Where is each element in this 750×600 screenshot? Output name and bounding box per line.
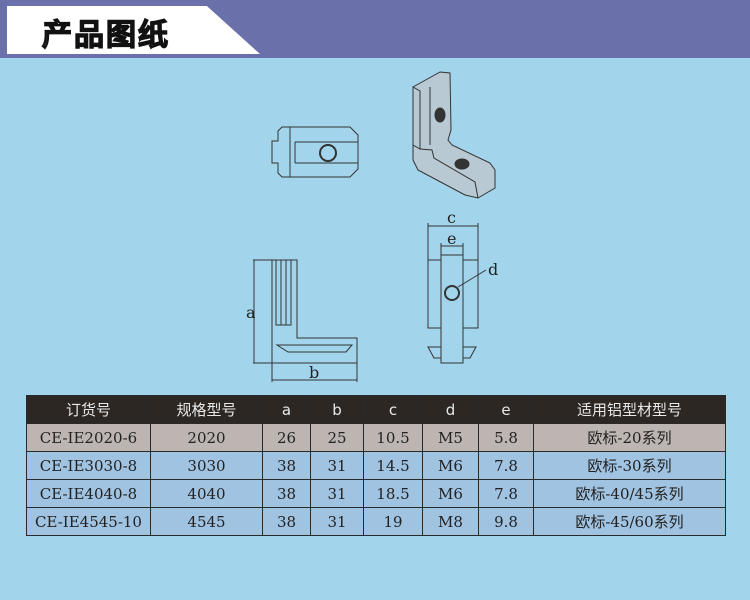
table-cell: 26 [262, 423, 311, 452]
side-view [253, 259, 358, 382]
table-cell: 25 [310, 423, 364, 452]
table-cell: 5.8 [478, 423, 534, 452]
label-c: c [447, 208, 456, 227]
table-cell: 31 [310, 479, 364, 508]
col-a: a [262, 395, 311, 424]
table-cell: 2020 [150, 423, 263, 452]
table-cell: 4040 [150, 479, 263, 508]
table-cell: 38 [262, 451, 311, 480]
table-cell: 4545 [150, 507, 263, 536]
label-d: d [488, 260, 498, 279]
table-cell: 欧标-20系列 [533, 423, 726, 452]
table-cell: 欧标-30系列 [533, 451, 726, 480]
table-cell: 7.8 [478, 479, 534, 508]
col-c: c [363, 395, 423, 424]
table-cell: 18.5 [363, 479, 423, 508]
table-cell: CE-IE3030-8 [26, 451, 151, 480]
table-cell: 31 [310, 451, 364, 480]
top-view [271, 126, 359, 178]
table-cell: CE-IE2020-6 [26, 423, 151, 452]
table-header: 订货号 规格型号 a b c d e 适用铝型材型号 [26, 395, 726, 424]
col-order-no: 订货号 [26, 395, 151, 424]
front-view [427, 223, 487, 364]
table-cell: 10.5 [363, 423, 423, 452]
col-e: e [478, 395, 534, 424]
table-cell: CE-IE4545-10 [26, 507, 151, 536]
page-title: 产品图纸 [41, 17, 170, 53]
table-cell: 38 [262, 479, 311, 508]
col-d: d [422, 395, 479, 424]
table-cell: 欧标-40/45系列 [533, 479, 726, 508]
col-profile: 适用铝型材型号 [533, 395, 726, 424]
table-cell: 9.8 [478, 507, 534, 536]
table-cell: 欧标-45/60系列 [533, 507, 726, 536]
label-a: a [246, 303, 256, 322]
table-cell: M6 [422, 479, 479, 508]
table-cell: 31 [310, 507, 364, 536]
table-cell: CE-IE4040-8 [26, 479, 151, 508]
table-cell: M6 [422, 451, 479, 480]
label-e: e [447, 229, 456, 248]
label-b: b [309, 363, 319, 382]
table-cell: 38 [262, 507, 311, 536]
table-cell: M8 [422, 507, 479, 536]
table-cell: 19 [363, 507, 423, 536]
isometric-view [412, 71, 496, 199]
col-spec: 规格型号 [150, 395, 263, 424]
table-cell: 7.8 [478, 451, 534, 480]
table-cell: M5 [422, 423, 479, 452]
col-b: b [310, 395, 364, 424]
table-cell: 14.5 [363, 451, 423, 480]
table-cell: 3030 [150, 451, 263, 480]
